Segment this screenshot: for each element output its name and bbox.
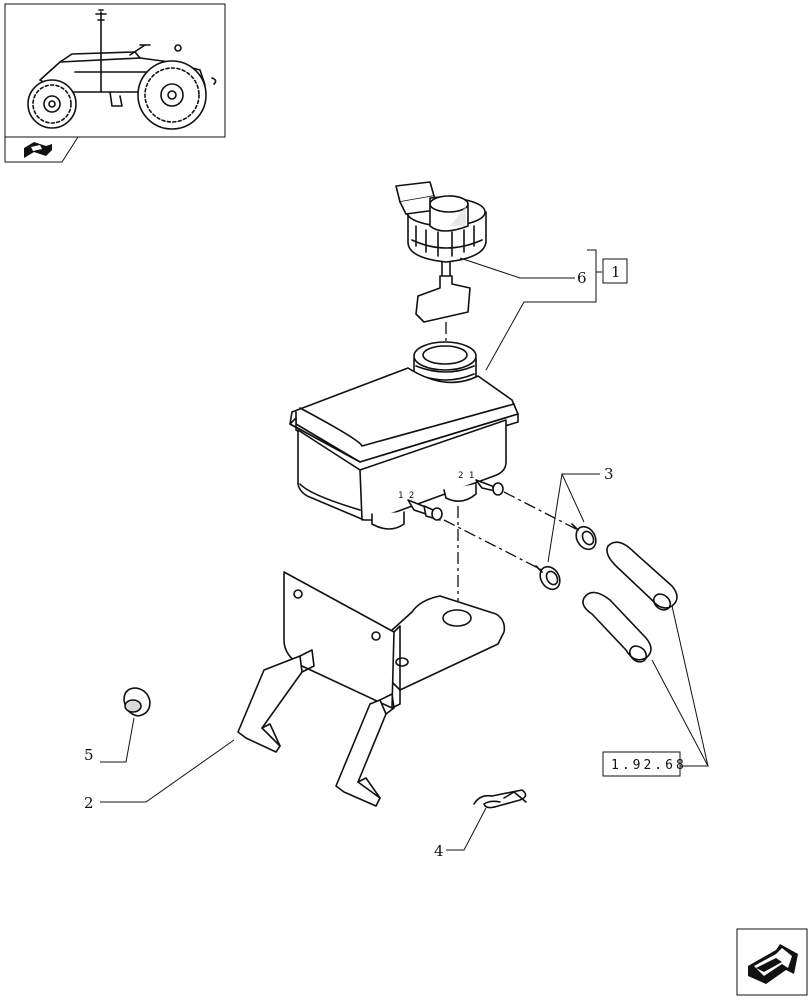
- svg-text:6: 6: [577, 269, 587, 287]
- callout-item-3[interactable]: 3: [604, 465, 614, 483]
- reservoir: 1 2 2 1: [289, 341, 519, 530]
- svg-text:1 2: 1 2: [398, 491, 414, 501]
- next-page-arrow-icon[interactable]: [736, 928, 808, 996]
- svg-text:3: 3: [604, 465, 614, 483]
- tractor-location-thumbnail[interactable]: [4, 3, 226, 138]
- assembly-line: [503, 491, 579, 531]
- svg-text:2 1: 2 1: [458, 471, 474, 481]
- callout-item-4[interactable]: 4: [434, 842, 444, 860]
- hose-clamp: [571, 523, 597, 551]
- callout-item-2[interactable]: 2: [84, 794, 94, 812]
- callout-item-1[interactable]: 1: [602, 258, 628, 284]
- hose: [582, 591, 652, 663]
- reservoir-cap: [395, 181, 487, 323]
- reference-box[interactable]: 1.92.68: [602, 751, 687, 777]
- assembly-line: [443, 519, 543, 571]
- spring-clip: [473, 789, 527, 809]
- callout-item-6[interactable]: 6: [577, 269, 587, 287]
- svg-text:4: 4: [434, 842, 444, 860]
- svg-text:1.92.68: 1.92.68: [611, 758, 687, 773]
- svg-text:1: 1: [611, 263, 621, 281]
- leader-lines: [100, 249, 709, 851]
- bracket: [237, 571, 506, 807]
- book-arrow-icon[interactable]: [4, 136, 79, 163]
- hose-clamp: [535, 565, 561, 591]
- svg-text:5: 5: [84, 746, 94, 764]
- svg-text:2: 2: [84, 794, 94, 812]
- grommet: [123, 687, 151, 717]
- callout-item-5[interactable]: 5: [84, 746, 94, 764]
- hose: [606, 541, 678, 611]
